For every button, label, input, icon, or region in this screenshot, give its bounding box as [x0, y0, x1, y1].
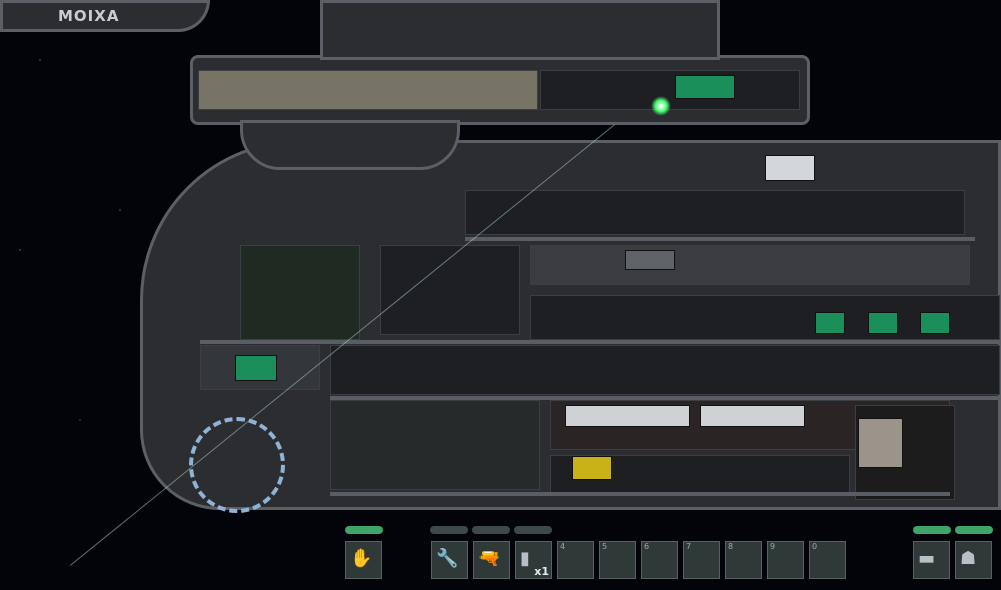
deck-1 — [465, 237, 975, 241]
navigation-terminal[interactable] — [625, 250, 675, 270]
slot-number: 7 — [686, 542, 692, 551]
deck-2 — [200, 340, 1001, 344]
hand-slot-indicator — [345, 526, 383, 534]
washing-machines[interactable] — [765, 155, 815, 181]
wrench-icon: 🔧 — [436, 548, 459, 569]
aim-reticle — [189, 417, 285, 513]
slot-number: 5 — [602, 542, 608, 551]
green-lockers[interactable] — [920, 312, 950, 334]
room-b2 — [380, 245, 520, 335]
room-e1 — [330, 400, 540, 490]
room-b1 — [240, 245, 360, 340]
hand-slot[interactable]: ✋ — [345, 541, 382, 579]
right-slot-2-indicator — [955, 526, 993, 534]
hands-icon: ✋ — [350, 548, 373, 569]
slot-number: 0 — [812, 542, 818, 551]
ship-name-label: MOIXA — [58, 7, 120, 25]
right-slot-1-indicator — [913, 526, 951, 534]
slot-3-indicator — [514, 526, 552, 534]
slot-number: 9 — [770, 542, 776, 551]
green-lockers[interactable] — [868, 312, 898, 334]
top-module — [320, 0, 720, 60]
fabricator-panel[interactable] — [700, 405, 805, 427]
battery-icon: ▮ — [520, 548, 530, 569]
reactor-pipes[interactable] — [858, 418, 903, 468]
upper-corridor — [198, 70, 538, 110]
inventory-slot-7[interactable]: 7 — [683, 541, 720, 579]
deck-4 — [330, 492, 950, 496]
deck-3 — [330, 396, 1001, 400]
slot-1-indicator — [430, 526, 468, 534]
fabricator-panel[interactable] — [565, 405, 690, 427]
green-lockers[interactable] — [815, 312, 845, 334]
inventory-slot-3[interactable]: ▮ x1 — [515, 541, 552, 579]
slot-number: 8 — [728, 542, 734, 551]
slot-number: 4 — [560, 542, 566, 551]
inventory-slot-2[interactable]: 🔫 — [473, 541, 510, 579]
green-light — [651, 96, 671, 116]
green-lockers[interactable] — [675, 75, 735, 99]
inventory-slot-5[interactable]: 5 — [599, 541, 636, 579]
room-b3 — [530, 245, 970, 285]
equipment-slot-weapon[interactable]: ▬ — [913, 541, 950, 579]
yellow-lockers[interactable] — [572, 456, 612, 480]
inventory-slot-8[interactable]: 8 — [725, 541, 762, 579]
docked-ship-hull — [0, 0, 210, 32]
inventory-slot-9[interactable]: 9 — [767, 541, 804, 579]
diving-suit-icon: ☗ — [960, 548, 977, 569]
rifle-icon: ▬ — [918, 548, 936, 569]
inventory-slot-4[interactable]: 4 — [557, 541, 594, 579]
top-sensor-pod — [240, 120, 460, 170]
pistol-icon: 🔫 — [478, 548, 501, 569]
inventory-slot-10[interactable]: 0 — [809, 541, 846, 579]
room-d2 — [330, 345, 1000, 395]
inventory-slot-1[interactable]: 🔧 — [431, 541, 468, 579]
slot-number: 6 — [644, 542, 650, 551]
green-lockers[interactable] — [235, 355, 277, 381]
inventory-slot-6[interactable]: 6 — [641, 541, 678, 579]
item-count: x1 — [534, 565, 549, 578]
room-a1 — [465, 190, 965, 235]
slot-2-indicator — [472, 526, 510, 534]
equipment-slot-suit[interactable]: ☗ — [955, 541, 992, 579]
